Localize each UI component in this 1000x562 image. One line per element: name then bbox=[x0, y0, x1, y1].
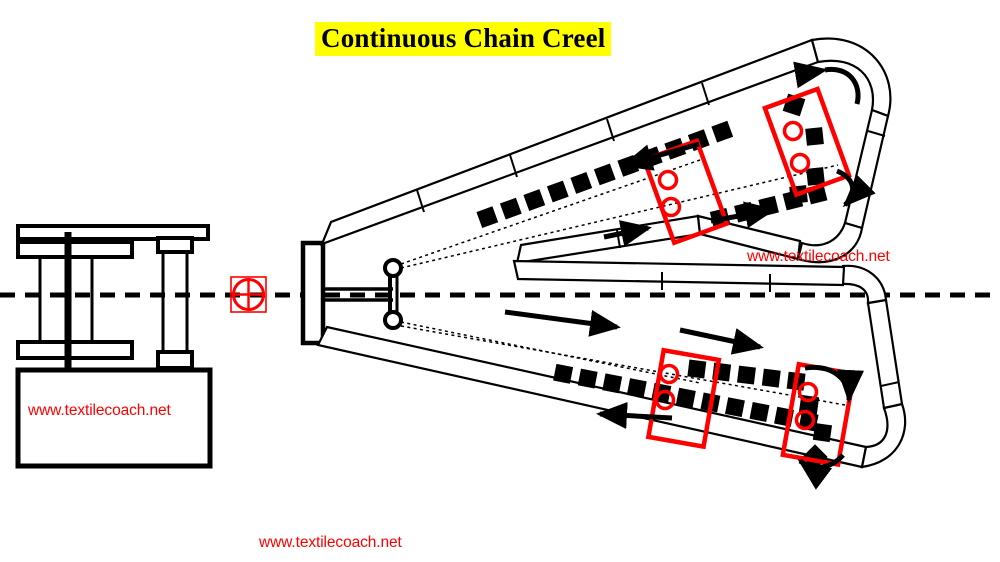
carrier bbox=[593, 163, 616, 186]
watermark-bottom: www.textilecoach.net bbox=[259, 534, 402, 551]
joint bbox=[509, 154, 518, 178]
carrier bbox=[570, 172, 593, 194]
carrier bbox=[675, 387, 696, 408]
lower-chain-run-top bbox=[687, 359, 806, 391]
carrier bbox=[476, 206, 499, 229]
carrier bbox=[805, 127, 824, 146]
carrier bbox=[806, 167, 825, 186]
turn-arrow-top bbox=[793, 61, 861, 105]
upper-guide-eye bbox=[383, 258, 403, 278]
alignment-crosshair bbox=[230, 276, 267, 313]
carrier bbox=[523, 189, 546, 211]
watermark-right: www.textilecoach.net bbox=[747, 248, 890, 265]
joint bbox=[416, 189, 425, 213]
crosshair-square bbox=[230, 276, 267, 313]
carrier bbox=[761, 368, 781, 388]
package-spindle bbox=[657, 169, 679, 191]
carrier bbox=[812, 422, 833, 443]
warp-beam-stand bbox=[15, 224, 213, 469]
joint bbox=[701, 82, 710, 106]
direction-arrow-right-2 bbox=[603, 220, 652, 247]
yarn-upper-b bbox=[400, 164, 839, 269]
package-zone-upper-outer bbox=[762, 86, 852, 198]
package-spindle bbox=[660, 196, 682, 218]
joint bbox=[606, 118, 615, 142]
carrier bbox=[499, 197, 522, 220]
carrier bbox=[749, 402, 770, 422]
lower-right-rail-joint bbox=[880, 381, 900, 387]
diagram-title: Continuous Chain Creel bbox=[315, 22, 612, 56]
narrow-roller-bottom-flange bbox=[156, 350, 194, 370]
turn-arrow-bottom bbox=[797, 453, 845, 490]
upper-right-rail-joint bbox=[867, 130, 886, 137]
upper-chain-turn-arrows bbox=[793, 61, 876, 208]
carrier bbox=[626, 378, 647, 399]
direction-arrow-left bbox=[596, 402, 673, 429]
lower-arm-right-rail bbox=[866, 298, 904, 410]
package-spindle bbox=[797, 381, 819, 403]
direction-arrow-right bbox=[710, 201, 776, 229]
carrier bbox=[602, 373, 623, 394]
package-spindle bbox=[794, 409, 816, 431]
direction-arrow-right-2 bbox=[679, 327, 764, 355]
package-zone-lower-inner bbox=[645, 347, 722, 450]
lower-creel-arm bbox=[316, 259, 907, 469]
carrier bbox=[546, 180, 569, 203]
direction-arrow-left bbox=[621, 141, 700, 171]
package-box-outline bbox=[762, 86, 852, 198]
upper-chain-direction-arrows bbox=[603, 141, 776, 247]
package-spindle bbox=[782, 120, 804, 142]
upper-creel-arm bbox=[320, 37, 892, 265]
carrier bbox=[724, 397, 745, 418]
package-spindle bbox=[654, 389, 676, 411]
package-spindle bbox=[789, 152, 811, 174]
lower-arm-inner-rail-body bbox=[512, 259, 846, 287]
beam-base-box bbox=[15, 367, 213, 469]
upper-outer-rail-joints bbox=[416, 82, 710, 213]
carrier bbox=[687, 359, 707, 379]
page-title: Continuous Chain Creel bbox=[315, 22, 612, 56]
center-plate bbox=[300, 240, 326, 346]
turn-arrow-top bbox=[804, 364, 864, 403]
yarn-lower-b bbox=[400, 325, 846, 406]
carrier bbox=[711, 120, 734, 143]
direction-arrow-right bbox=[504, 309, 621, 337]
carrier bbox=[736, 365, 756, 385]
wide-roller-bottom-flange bbox=[16, 340, 134, 360]
carrier bbox=[553, 363, 574, 384]
lower-arm-end-cap-bottom bbox=[860, 402, 907, 469]
lower-guide-eye bbox=[383, 310, 403, 330]
watermark-base: www.textilecoach.net bbox=[28, 402, 171, 419]
package-box-outline bbox=[645, 347, 722, 450]
carrier bbox=[577, 368, 598, 389]
lower-chain-turn-arrows bbox=[797, 364, 864, 490]
creel-center-assembly bbox=[300, 240, 403, 346]
lower-chain-run-bottom bbox=[553, 363, 819, 432]
wide-roller-top-flange bbox=[16, 240, 134, 259]
lower-chain-carriers bbox=[553, 359, 833, 470]
narrow-roller-top-flange bbox=[156, 236, 194, 254]
lower-inner-rail-joints bbox=[661, 272, 771, 292]
upper-arm-right-rail bbox=[843, 108, 890, 230]
turn-arrow-bottom bbox=[835, 168, 876, 208]
package-spindle bbox=[658, 363, 680, 385]
lower-chain-direction-arrows bbox=[504, 309, 764, 429]
